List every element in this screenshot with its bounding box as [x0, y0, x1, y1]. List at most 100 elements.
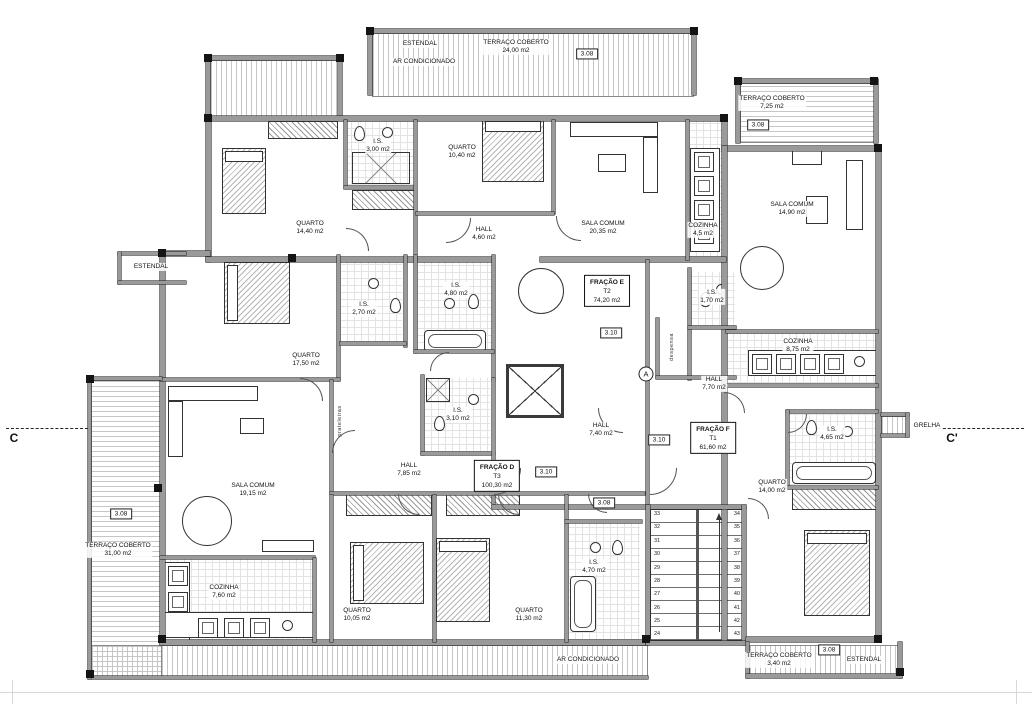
terrace-hatch: [91, 380, 162, 678]
column: [734, 77, 742, 85]
wall-segment: [646, 260, 649, 508]
bathtub-basin: [428, 334, 482, 348]
stair-step-number: 32: [654, 524, 661, 531]
column: [158, 635, 166, 643]
wall-segment: [344, 120, 347, 188]
wall-segment: [492, 378, 495, 508]
appliance: [694, 152, 714, 172]
wall-segment: [786, 410, 878, 413]
wall-segment: [118, 252, 121, 284]
toilet: [806, 420, 817, 435]
bed-pillow: [807, 533, 867, 544]
wall-segment: [874, 79, 878, 143]
appliance: [694, 200, 714, 220]
unit-label-fracao-e: FRAÇÃO E T2 74,20 m2: [584, 274, 630, 308]
wall-segment: [656, 376, 736, 379]
bed: [224, 262, 290, 324]
wall-segment: [881, 434, 909, 437]
ar-condicionado-label-bottom: AR CONDICIONADO: [555, 655, 621, 665]
door-swing: [430, 352, 449, 371]
stair-step-number: 27: [654, 591, 661, 598]
sheet-border-tick-right: [1016, 680, 1017, 704]
room-label-is-e: I.S.3,10 m2: [445, 406, 471, 424]
sideboard: [262, 540, 314, 552]
wall-segment: [368, 29, 696, 33]
stair-step-number: 39: [733, 577, 740, 584]
wall-segment: [540, 257, 726, 262]
appliance: [250, 618, 270, 638]
prateleiras-label: prateleiras: [337, 405, 343, 437]
grelha-label: GRELHA: [912, 421, 942, 431]
section-marker-c-prime: C': [946, 431, 958, 445]
sheet-border-bottom: [0, 692, 1032, 693]
wall-segment: [646, 505, 650, 645]
toilet: [434, 416, 445, 431]
wall-segment: [492, 505, 650, 509]
wall-segment: [330, 380, 333, 494]
wall-segment: [646, 641, 746, 645]
sofa: [570, 122, 658, 137]
stair-step-number: 26: [654, 604, 661, 611]
toilet: [468, 294, 479, 309]
wall-segment: [118, 281, 186, 284]
sink: [468, 394, 479, 405]
appliance: [694, 176, 714, 196]
wall-segment: [565, 495, 568, 642]
sofa: [643, 137, 658, 193]
wall-segment: [881, 413, 909, 416]
sofa: [846, 160, 863, 230]
bathtub: [424, 330, 486, 352]
column: [204, 54, 212, 62]
bathtub: [570, 576, 596, 632]
wall-segment: [722, 146, 881, 151]
bed-pillow: [353, 545, 364, 601]
wall-segment: [414, 255, 417, 353]
column: [874, 635, 882, 643]
door-swing: [346, 228, 369, 251]
door-swing: [748, 498, 769, 519]
toilet: [390, 298, 401, 313]
wall-segment: [786, 410, 789, 488]
wall-segment: [88, 377, 162, 380]
column: [86, 375, 94, 383]
wall-segment: [344, 186, 416, 189]
column: [870, 77, 878, 85]
column: [366, 27, 374, 35]
wall-segment: [646, 505, 746, 509]
bathtub-basin: [574, 580, 592, 628]
wall-segment: [433, 495, 436, 642]
wall-segment: [206, 56, 210, 118]
terrace-hatch: [740, 83, 876, 143]
wall-segment: [330, 492, 645, 495]
wall-segment: [876, 146, 881, 642]
wall-segment: [416, 212, 554, 215]
wall-segment: [906, 413, 909, 437]
dining-table: [740, 246, 784, 290]
wardrobe: [346, 492, 432, 516]
dining-table: [518, 268, 564, 314]
bed: [350, 542, 424, 604]
wall-segment: [746, 674, 902, 678]
shower: [352, 152, 410, 184]
bed-pillow: [485, 121, 541, 132]
terrace-hatch: [210, 60, 340, 118]
wall-segment: [722, 116, 727, 150]
bed: [222, 148, 266, 214]
stair-step-number: 33: [654, 511, 661, 517]
section-line-right: [938, 428, 1024, 429]
column: [204, 114, 212, 122]
stair-step-number: 43: [733, 631, 740, 638]
wall-segment: [313, 558, 316, 642]
stair-step-number: 31: [654, 537, 661, 544]
